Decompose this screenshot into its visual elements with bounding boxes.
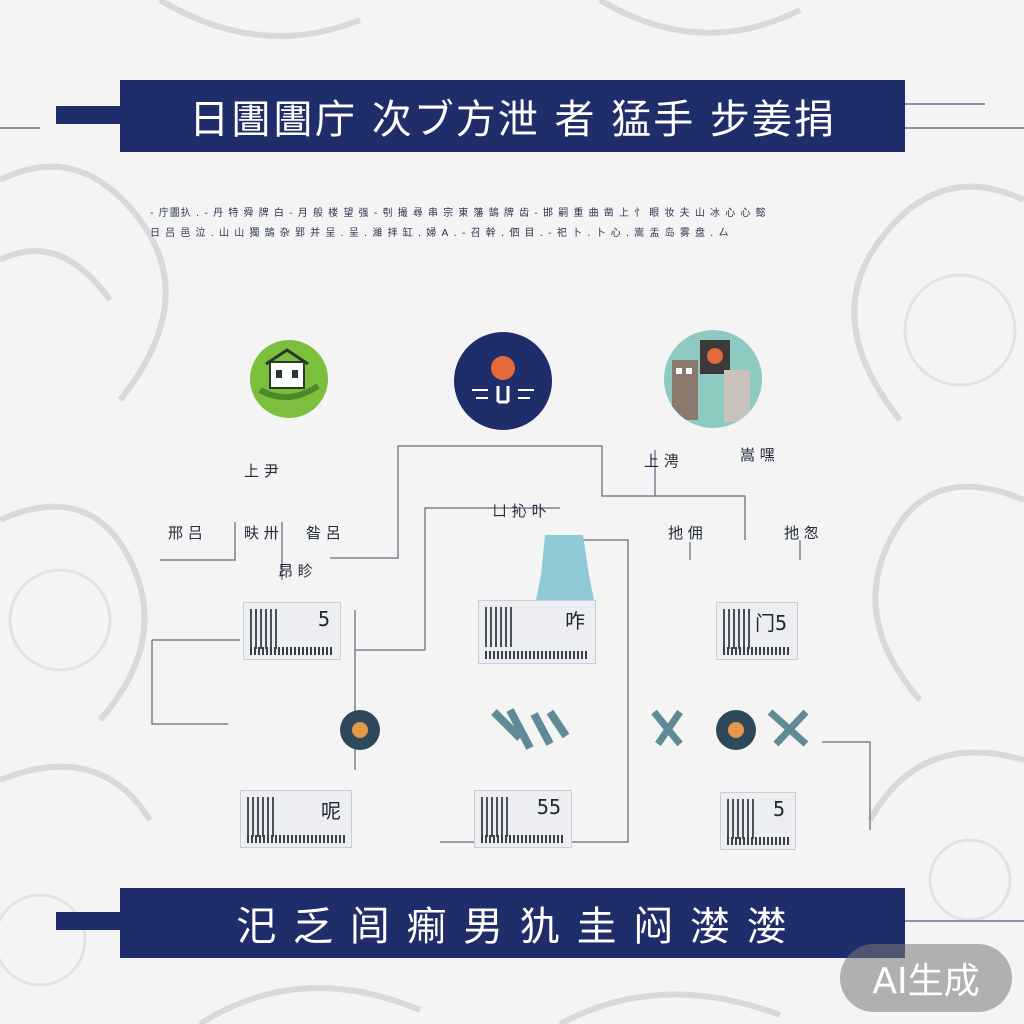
gear-node-icon [716, 710, 756, 750]
intro-paragraph: - 庁圕扖 . - 丹 特 舜 牌 白 - 月 般 楼 望 强 - 刳 撮 尋 … [150, 204, 890, 244]
barcode-strip-icon [485, 651, 589, 659]
badge-text: AI生成 [872, 961, 980, 1002]
barcode-strip-icon [723, 647, 791, 655]
card-center-top: 咋 [478, 600, 596, 664]
card-right-bottom: 5 [720, 792, 796, 850]
header-line-left [0, 127, 40, 129]
card-center-bottom: 55 [474, 790, 572, 848]
intro-line-2: 日 吕 邑 泣 . 山 山 獨 鵠 杂 郢 并 呈 . 呈 . 濰 拝 缸 . … [150, 228, 730, 239]
footer-line-right [905, 920, 1024, 922]
card-left-top: 5 [243, 602, 341, 660]
barcode-strip-icon [481, 835, 565, 843]
house-hands-icon [250, 340, 328, 418]
label-left-mid: 畉 卅 [244, 524, 279, 542]
footer-bar-left-stub [56, 912, 126, 930]
label-left-lower: 昂 眕 [278, 562, 313, 580]
gear-node-icon [340, 710, 380, 750]
header-line-right [905, 103, 985, 105]
barcode-strip-icon [727, 837, 789, 845]
barcode-icon [247, 797, 277, 837]
header-banner: 日圕圕庁 次ブ方泄 者 猛手 步姜捐 [120, 80, 905, 152]
fabric-shape-icon [535, 535, 595, 605]
label-left-right: 昝 呂 [306, 524, 341, 542]
leaf-cluster-icon [767, 709, 809, 747]
label-right-top-2: 嵩 嘿 [740, 446, 775, 464]
barcode-icon [485, 607, 515, 647]
barcode-icon [250, 609, 280, 649]
card-right-top: 门5 [716, 602, 798, 660]
barcode-strip-icon [247, 835, 345, 843]
label-right-top: 上 涄 [644, 452, 679, 470]
lightbulb-icon [454, 332, 552, 430]
footer-banner: 汜 乏 闾 痸 男 犰 圭 闷 漤 漤 [120, 888, 905, 958]
leaf-cluster-icon [491, 708, 570, 750]
barcode-icon [727, 799, 757, 839]
ai-generated-badge: AI生成 [840, 944, 1012, 1012]
intro-line-1: - 庁圕扖 . - 丹 特 舜 牌 白 - 月 般 楼 望 强 - 刳 撮 尋 … [150, 208, 767, 219]
barcode-strip-icon [250, 647, 334, 655]
header-title: 日圕圕庁 次ブ方泄 者 猛手 步姜捐 [189, 97, 836, 143]
label-left-top: 上 尹 [244, 462, 279, 480]
card-left-bottom: 呢 [240, 790, 352, 848]
barcode-icon [481, 797, 511, 837]
footer-title: 汜 乏 闾 痸 男 犰 圭 闷 漤 漤 [236, 904, 789, 950]
label-left-side: 邢 吕 [168, 524, 203, 542]
city-building-icon [664, 330, 762, 428]
label-right-left: 扡 佣 [668, 524, 703, 542]
header-line-right-lower [905, 127, 1024, 129]
leaf-cluster-icon [651, 709, 683, 747]
label-right-right: 扡 怱 [784, 524, 819, 542]
barcode-icon [723, 609, 753, 649]
label-center-top: ㄩ 抋 卟 [492, 502, 547, 520]
header-bar-left-stub [56, 106, 126, 124]
